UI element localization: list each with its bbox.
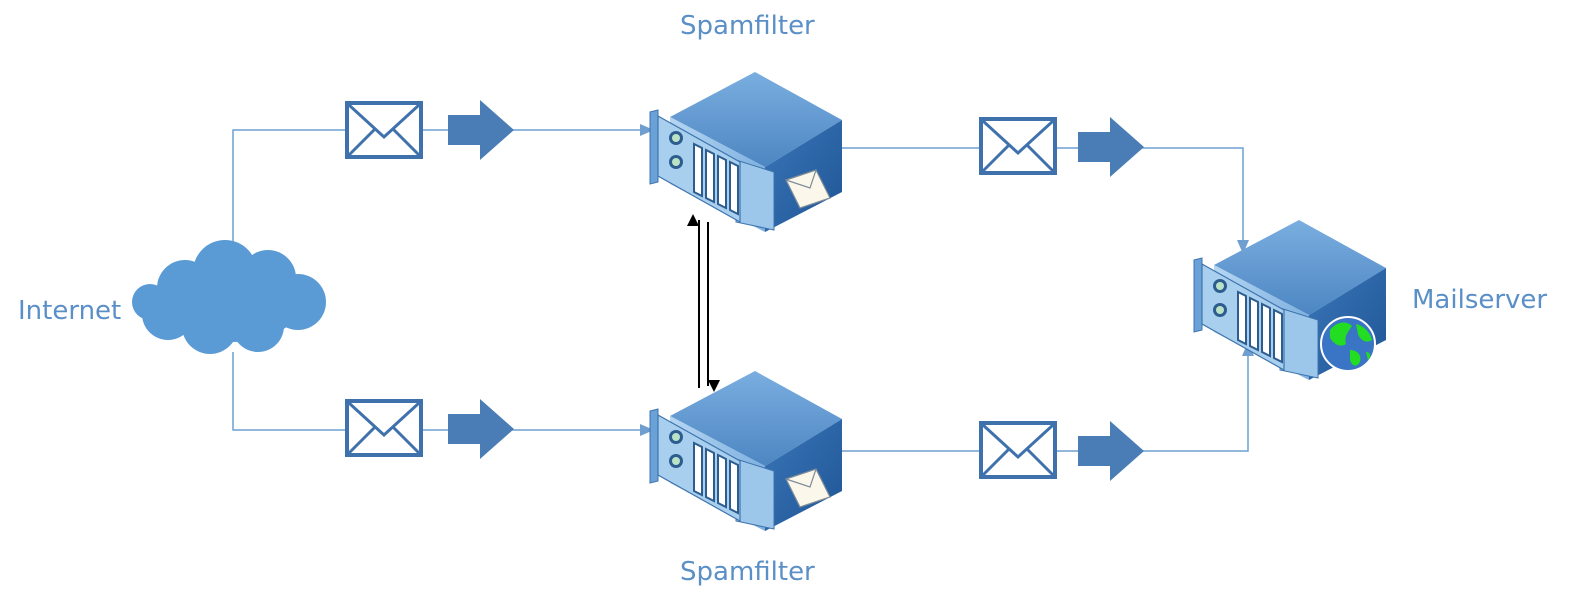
envelope-icon xyxy=(979,117,1057,175)
server-icon xyxy=(649,370,843,532)
envelope-icon xyxy=(979,421,1057,479)
envelope-icon xyxy=(345,399,423,457)
spamfilter-bottom-label: Spamfilter xyxy=(680,557,815,587)
spamfilter-top-server xyxy=(649,71,843,233)
right-arrow-icon xyxy=(1078,421,1144,481)
internet-label: Internet xyxy=(18,296,122,326)
server-icon xyxy=(649,71,843,233)
top-filter-to-mailserver-line xyxy=(842,147,1249,254)
globe-icon xyxy=(1320,316,1376,372)
internet-to-top-filter-line xyxy=(232,124,654,248)
cloud-icon xyxy=(132,240,326,354)
bottom-filter-to-mailserver-line xyxy=(842,342,1254,452)
spamfilter-bottom-server xyxy=(649,370,843,532)
right-arrow-icon xyxy=(448,399,514,459)
mailserver-server xyxy=(1193,219,1387,381)
mailserver-label: Mailserver xyxy=(1412,285,1548,315)
sync-arrows xyxy=(687,214,720,392)
internet-to-bottom-filter-line xyxy=(232,352,654,436)
envelope-icon xyxy=(345,101,423,159)
spamfilter-top-label: Spamfilter xyxy=(680,11,815,41)
right-arrow-icon xyxy=(1078,117,1144,177)
right-arrow-icon xyxy=(448,100,514,160)
